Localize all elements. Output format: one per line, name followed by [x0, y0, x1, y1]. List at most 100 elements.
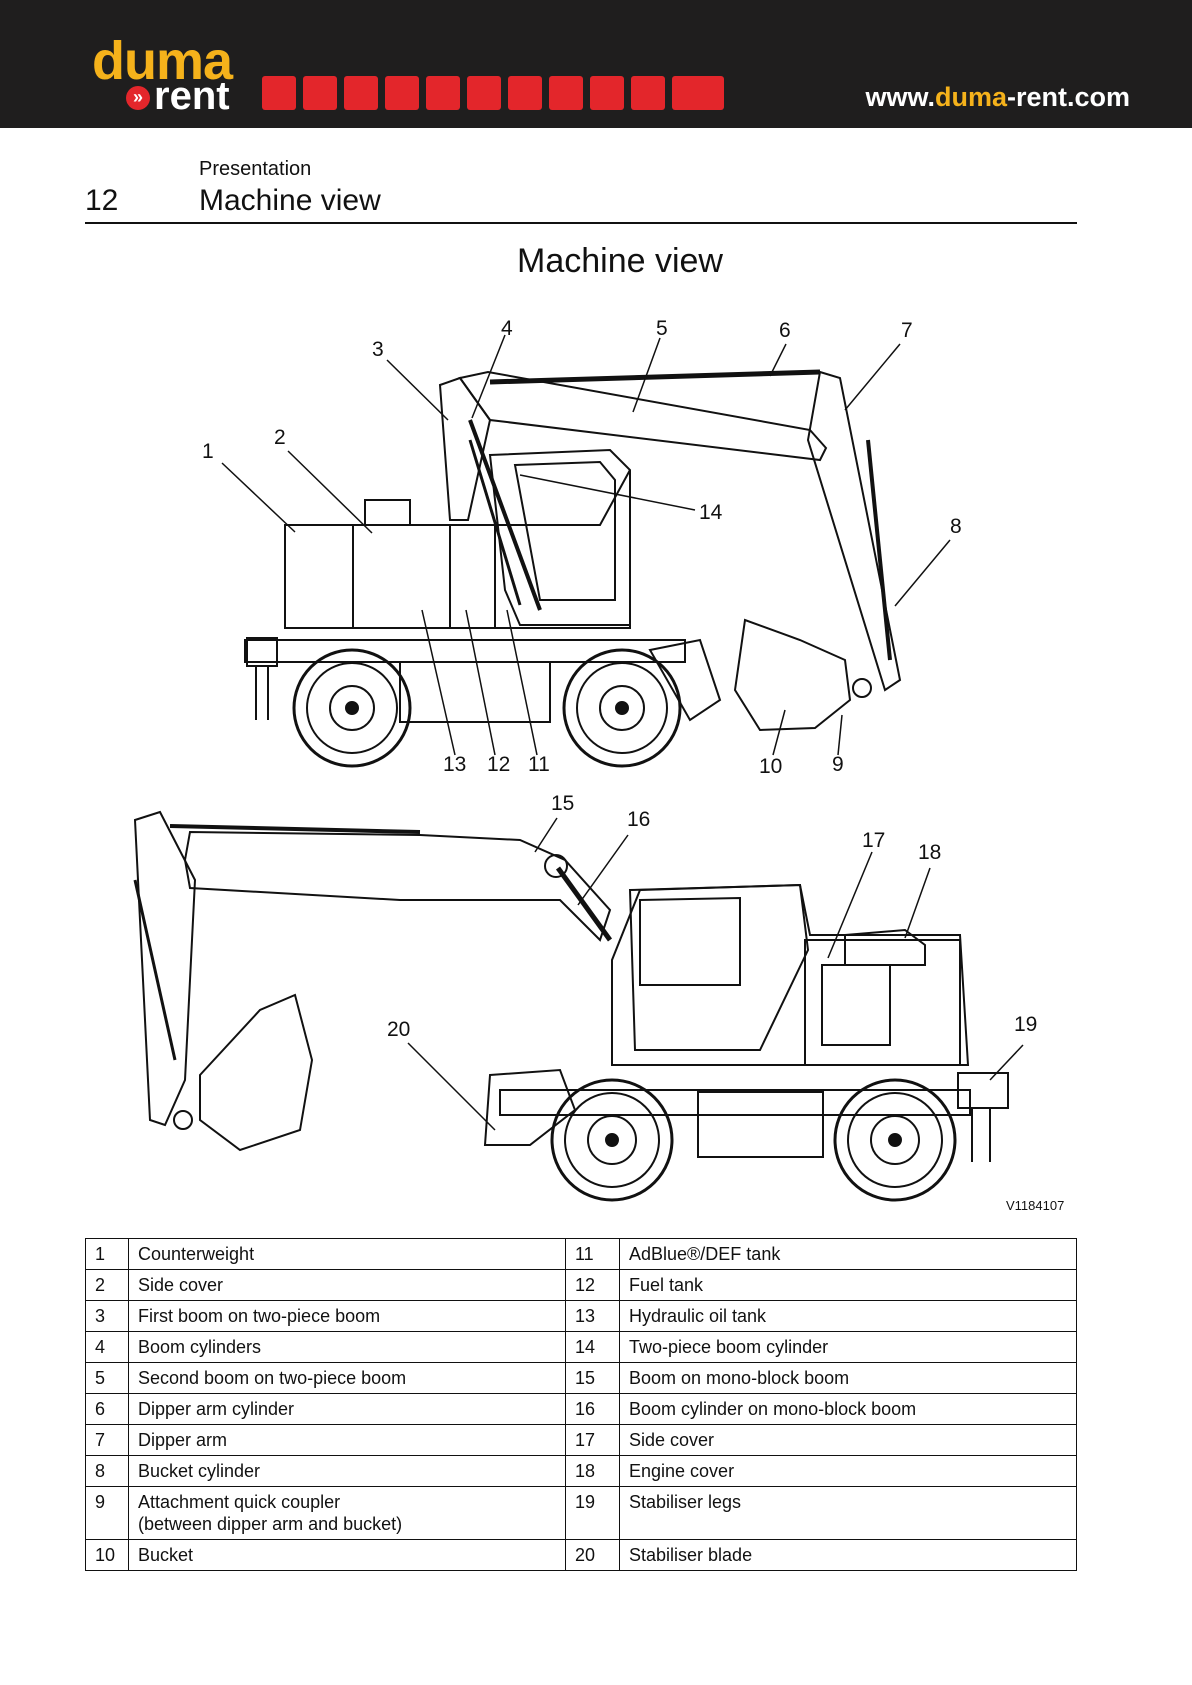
- upper-leader-lines: [221, 334, 951, 756]
- legend-number-text: 13: [575, 1306, 596, 1326]
- callout-5: 5: [656, 317, 668, 340]
- legend-number-text: 12: [575, 1275, 596, 1295]
- legend-number-text: 2: [95, 1275, 106, 1295]
- legend-description: Boom on mono-block boom: [619, 1362, 1077, 1394]
- legend-description-text: Counterweight: [138, 1244, 255, 1264]
- legend-table: 1 Counterweight 11 AdBlue®/DEF tank 2 Side co…: [85, 1238, 1077, 1571]
- legend-description-text: Engine cover: [629, 1461, 735, 1481]
- legend-description-text: AdBlue®/DEF tank: [629, 1244, 781, 1264]
- callout-4: 4: [501, 317, 513, 340]
- legend-description: Hydraulic oil tank: [619, 1300, 1077, 1332]
- legend-number-text: 20: [575, 1545, 596, 1565]
- legend-number: 3: [85, 1300, 129, 1332]
- callout-1: 1: [202, 440, 214, 463]
- scissor-lift-icon: [344, 76, 378, 110]
- legend-row: 3 First boom on two-piece boom 13 Hydraulic…: [85, 1300, 1077, 1332]
- callout-18: 18: [918, 841, 942, 864]
- loader-icon: [426, 76, 460, 110]
- legend-number-text: 6: [95, 1399, 106, 1419]
- callout-8: 8: [950, 515, 962, 538]
- legend-description: Bucket cylinder: [128, 1455, 566, 1487]
- legend-description-text: Boom cylinder on mono-block boom: [629, 1399, 917, 1419]
- legend-description: Engine cover: [619, 1455, 1077, 1487]
- boom-lift-icon: [631, 76, 665, 110]
- heading-divider: [85, 222, 1077, 224]
- legend-number-text: 7: [95, 1430, 106, 1450]
- callout-15: 15: [551, 792, 575, 815]
- legend-number-text: 1: [95, 1244, 106, 1264]
- legend-number: 16: [565, 1393, 620, 1425]
- legend-description: First boom on two-piece boom: [128, 1300, 566, 1332]
- figure-id: V1184107: [1006, 1198, 1065, 1213]
- legend-description: Dipper arm cylinder: [128, 1393, 566, 1425]
- legend-number-text: 16: [575, 1399, 596, 1419]
- callout-12: 12: [487, 753, 511, 776]
- legend-description-text: Attachment quick coupler: [138, 1492, 341, 1512]
- legend-description: Second boom on two-piece boom: [128, 1362, 566, 1394]
- legend-description: Stabiliser legs: [619, 1486, 1077, 1540]
- legend-number-text: 9: [95, 1492, 106, 1512]
- legend-description: Counterweight: [128, 1238, 566, 1270]
- mini-excavator-icon: [467, 76, 501, 110]
- page-number: 12: [85, 184, 119, 217]
- legend-number: 5: [85, 1362, 129, 1394]
- url-suffix: -rent.com: [1006, 82, 1130, 112]
- logo-arrow-icon: »: [126, 86, 150, 110]
- excavator-icon: [549, 76, 583, 110]
- legend-number: 18: [565, 1455, 620, 1487]
- legend-number: 14: [565, 1331, 620, 1363]
- legend-number: 1: [85, 1238, 129, 1270]
- header-bar: duma » rent www.duma-rent.com: [0, 0, 1192, 128]
- logo-duma: duma: [92, 31, 233, 91]
- legend-description: AdBlue®/DEF tank: [619, 1238, 1077, 1270]
- legend-description-text: Dipper arm cylinder: [138, 1399, 295, 1419]
- legend-description-text: Boom on mono-block boom: [629, 1368, 850, 1388]
- legend-description: Side cover: [128, 1269, 566, 1301]
- legend-description: Attachment quick coupler(between dipper …: [128, 1486, 566, 1540]
- telehandler-icon: [508, 76, 542, 110]
- legend-description-text: Stabiliser legs: [629, 1492, 742, 1512]
- legend-number: 9: [85, 1486, 129, 1540]
- main-title: Machine view: [517, 242, 723, 280]
- lower-machine-drawing: [133, 810, 1009, 1202]
- callout-9: 9: [832, 753, 844, 776]
- mini-dumper-icon: [385, 76, 419, 110]
- section-label: Presentation: [199, 158, 312, 180]
- legend-row: 6 Dipper arm cylinder 16 Boom cylinder on m…: [85, 1393, 1077, 1425]
- website-link[interactable]: www.duma-rent.com: [865, 82, 1130, 113]
- legend-number: 15: [565, 1362, 620, 1394]
- legend-description: Dipper arm: [128, 1424, 566, 1456]
- legend-description-text: Bucket cylinder: [138, 1461, 261, 1481]
- callout-14: 14: [699, 501, 723, 524]
- legend-description-text: Hydraulic oil tank: [629, 1306, 767, 1326]
- legend-number: 2: [85, 1269, 129, 1301]
- page-heading: Machine view: [199, 184, 381, 217]
- legend-number-text: 17: [575, 1430, 596, 1450]
- callout-13: 13: [443, 753, 467, 776]
- legend-description-text: Side cover: [138, 1275, 224, 1295]
- callout-19: 19: [1014, 1013, 1038, 1036]
- legend-number: 11: [565, 1238, 620, 1270]
- legend-row: 9 Attachment quick coupler(between dipper…: [85, 1486, 1077, 1540]
- legend-number: 4: [85, 1331, 129, 1363]
- road-roller-icon: [672, 76, 724, 110]
- legend-description: Two-piece boom cylinder: [619, 1331, 1077, 1363]
- legend-description-text: First boom on two-piece boom: [138, 1306, 381, 1326]
- legend-number: 19: [565, 1486, 620, 1540]
- legend-description-text: Boom cylinders: [138, 1337, 262, 1357]
- legend-description: Stabiliser blade: [619, 1539, 1077, 1571]
- legend-number: 20: [565, 1539, 620, 1571]
- legend-number-text: 3: [95, 1306, 106, 1326]
- legend-number: 13: [565, 1300, 620, 1332]
- legend-number-text: 15: [575, 1368, 596, 1388]
- upper-machine-drawing: [244, 369, 902, 768]
- legend-number: 12: [565, 1269, 620, 1301]
- legend-number-text: 11: [575, 1244, 594, 1264]
- legend-description: Boom cylinder on mono-block boom: [619, 1393, 1077, 1425]
- callout-2: 2: [274, 426, 286, 449]
- legend-description-text: Second boom on two-piece boom: [138, 1368, 407, 1388]
- callout-7: 7: [901, 319, 913, 342]
